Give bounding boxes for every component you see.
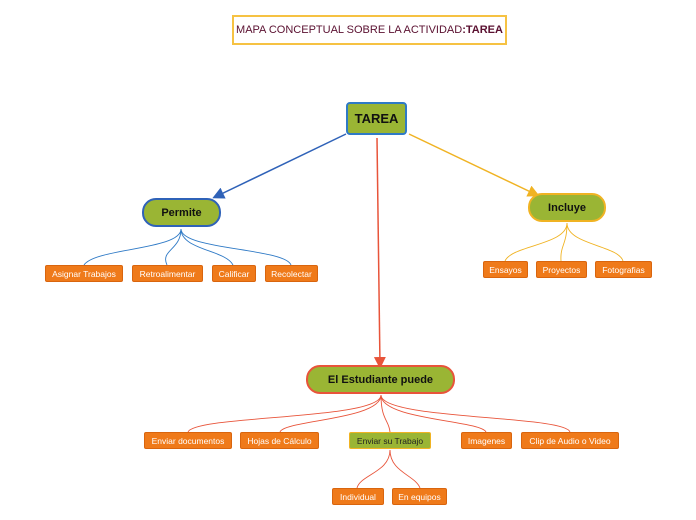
node-permite[interactable]: Permite (142, 198, 221, 227)
leaf-recolectar[interactable]: Recolectar (265, 265, 318, 282)
estudiante-branches (187, 394, 571, 489)
leaf-retroalimentar[interactable]: Retroalimentar (132, 265, 203, 282)
permite-branches (83, 228, 292, 266)
map-title: MAPA CONCEPTUAL SOBRE LA ACTIVIDAD: TARE… (232, 15, 507, 45)
leaf-ensayos[interactable]: Ensayos (483, 261, 528, 278)
map-title-sep: : (462, 24, 466, 36)
leaf-asignar-trabajos[interactable]: Asignar Trabajos (45, 265, 123, 282)
root-node-tarea[interactable]: TAREA (346, 102, 407, 135)
arrow-root-estudiante (373, 137, 386, 369)
arrow-root-incluye (408, 133, 540, 197)
leaf-calificar[interactable]: Calificar (212, 265, 256, 282)
map-title-prefix: MAPA CONCEPTUAL SOBRE LA ACTIVIDAD (236, 24, 463, 36)
leaf-enviar-documentos[interactable]: Enviar documentos (144, 432, 232, 449)
leaf-hojas-de-calculo[interactable]: Hojas de Cálculo (240, 432, 319, 449)
leaf-individual[interactable]: Individual (332, 488, 384, 505)
leaf-enviar-su-trabajo[interactable]: Enviar su Trabajo (349, 432, 431, 449)
leaf-clip-audio-video[interactable]: Clip de Audio o Video (521, 432, 619, 449)
leaf-en-equipos[interactable]: En equipos (392, 488, 447, 505)
leaf-imagenes[interactable]: Imagenes (461, 432, 512, 449)
map-title-keyword: TAREA (465, 24, 503, 36)
leaf-proyectos[interactable]: Proyectos (536, 261, 587, 278)
node-incluye[interactable]: Incluye (528, 193, 606, 222)
incluye-branches (504, 222, 624, 262)
leaf-fotografias[interactable]: Fotografias (595, 261, 652, 278)
node-estudiante-puede[interactable]: El Estudiante puede (306, 365, 455, 394)
arrow-root-permite (212, 133, 347, 199)
